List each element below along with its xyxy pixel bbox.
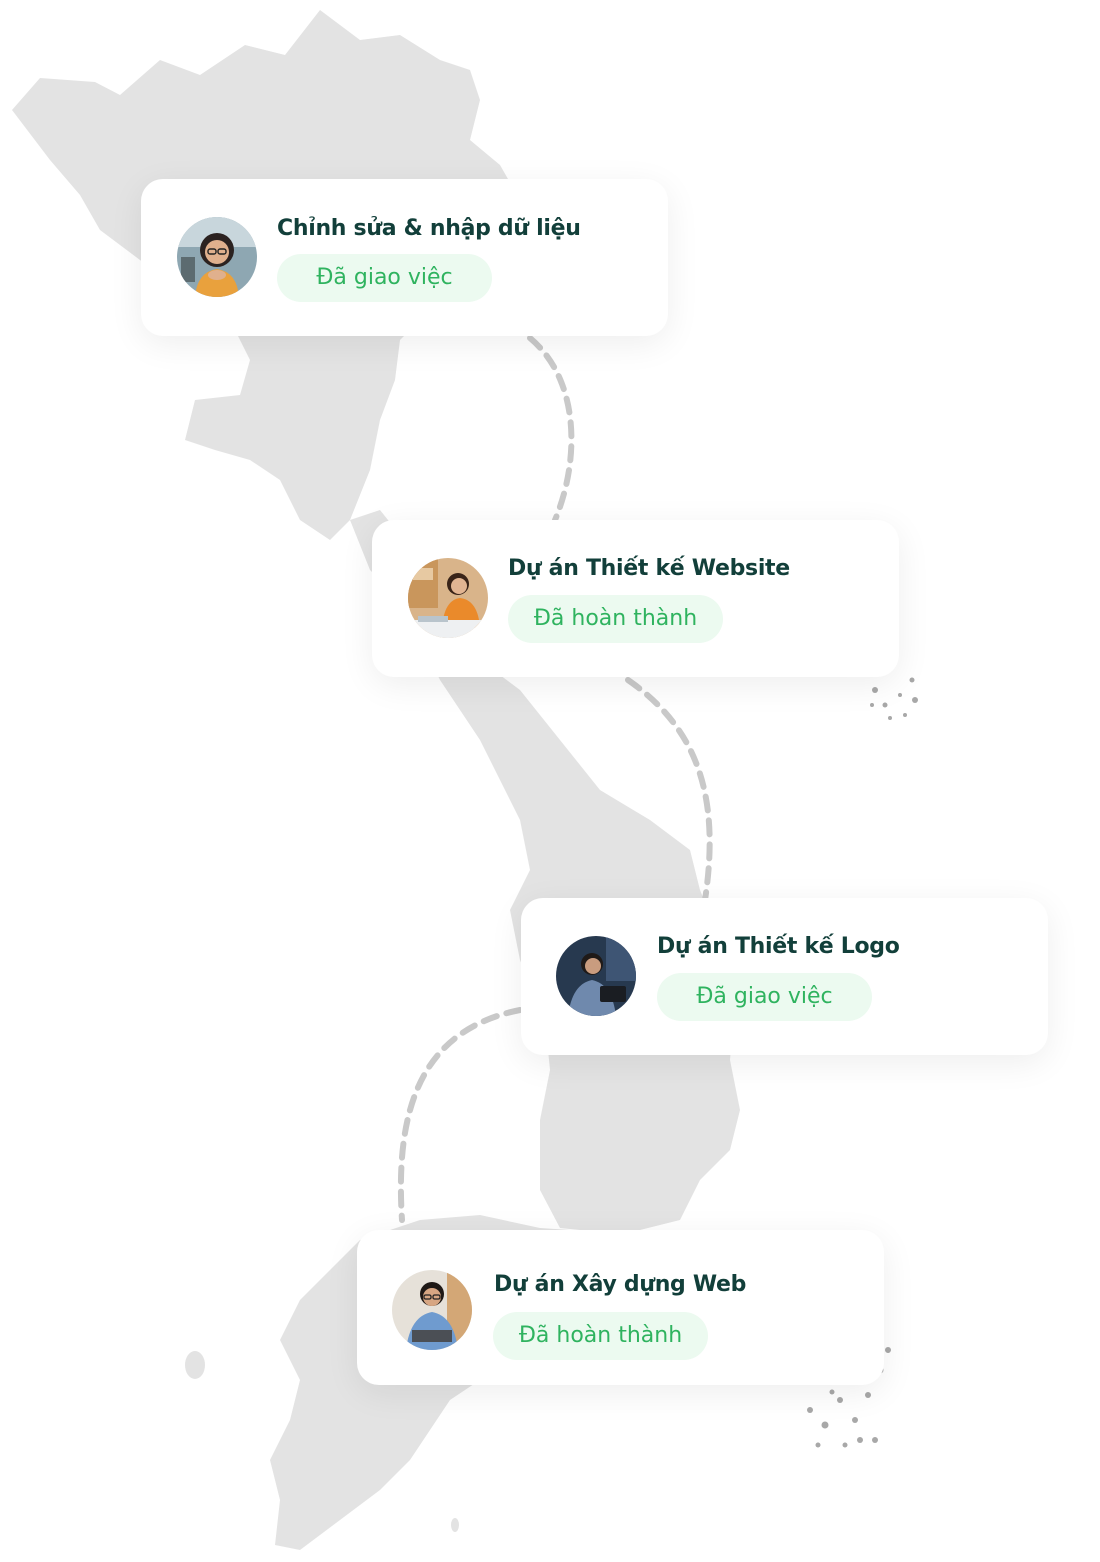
status-badge: Đã giao việc: [657, 973, 872, 1021]
man-tablet-night-avatar: [556, 936, 636, 1016]
project-card-website-design[interactable]: Dự án Thiết kế Website Đã hoàn thành: [372, 520, 899, 677]
status-badge: Đã hoàn thành: [493, 1312, 708, 1360]
woman-glasses-smiling-avatar: [177, 217, 257, 297]
project-title: Dự án Xây dựng Web: [494, 1272, 747, 1297]
route-segment-1: [527, 335, 575, 523]
project-title: Dự án Thiết kế Logo: [657, 934, 900, 959]
project-card-logo-design[interactable]: Dự án Thiết kế Logo Đã giao việc: [521, 898, 1048, 1055]
status-badge: Đã hoàn thành: [508, 595, 723, 643]
route-segment-3: [397, 1007, 523, 1223]
project-title: Dự án Thiết kế Website: [508, 556, 790, 581]
project-card-data-entry[interactable]: Chỉnh sửa & nhập dữ liệu Đã giao việc: [141, 179, 668, 336]
status-badge: Đã giao việc: [277, 254, 492, 302]
project-card-web-building[interactable]: Dự án Xây dựng Web Đã hoàn thành: [357, 1230, 884, 1385]
project-title: Chỉnh sửa & nhập dữ liệu: [277, 216, 581, 241]
route-segment-2: [625, 677, 713, 903]
woman-laptop-desk-avatar: [408, 558, 488, 638]
man-glasses-laptop-avatar: [392, 1270, 472, 1350]
